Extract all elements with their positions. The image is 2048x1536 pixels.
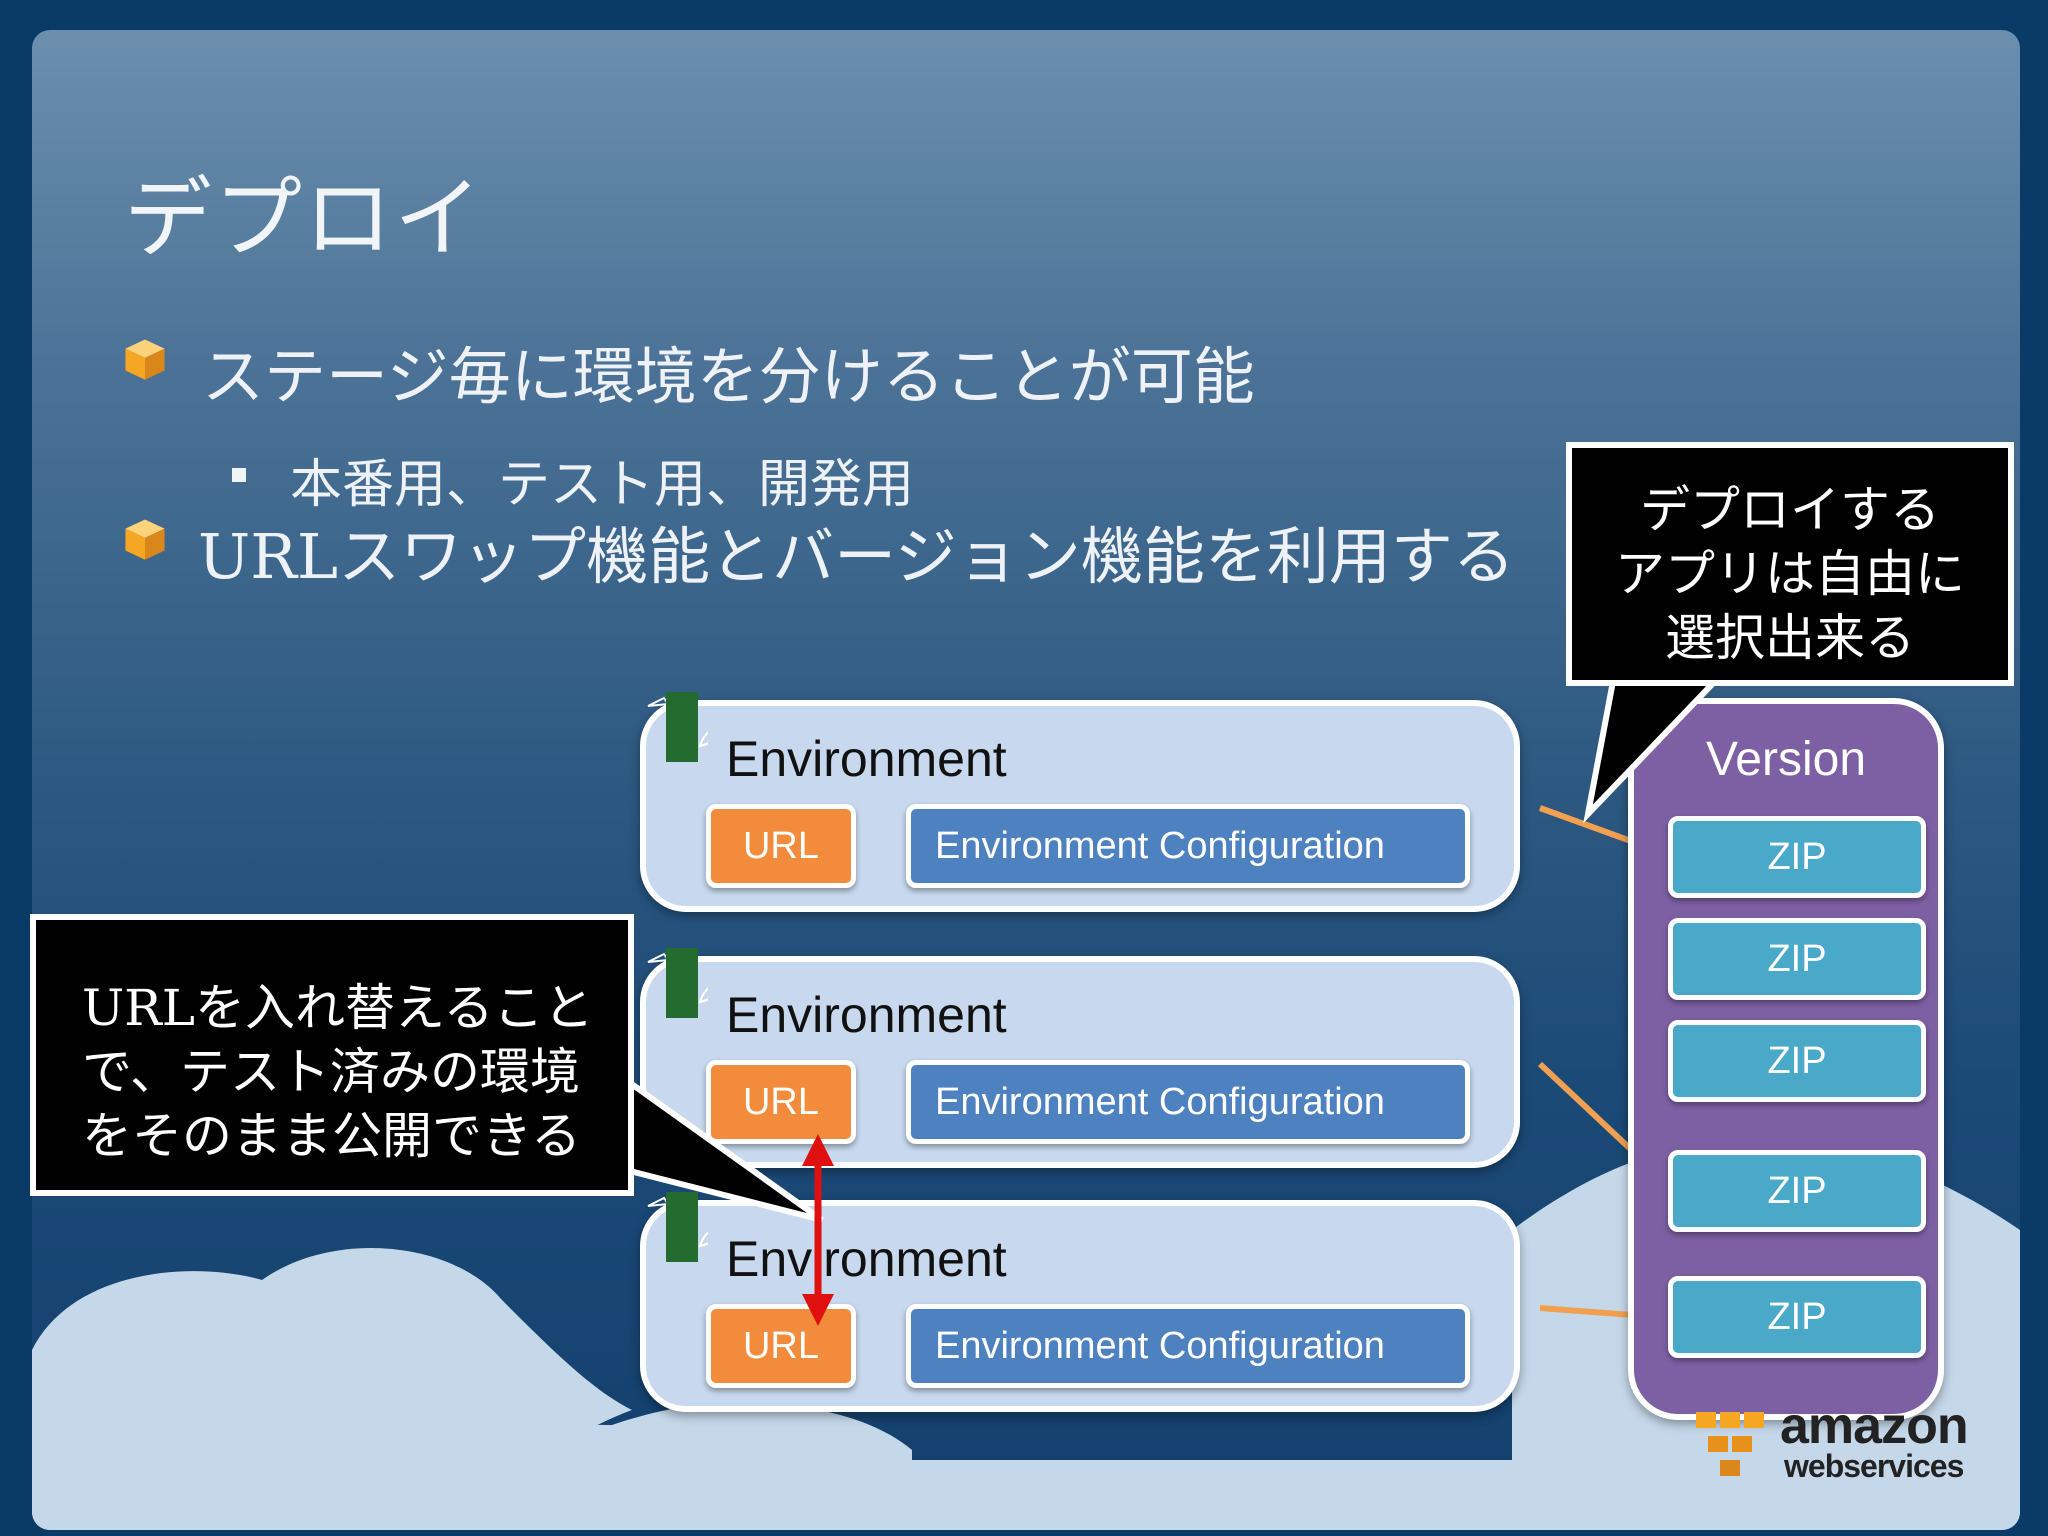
environment-label: Environment (726, 1231, 1007, 1287)
environment-label: Environment (726, 987, 1007, 1043)
callout-version: デプロイする アプリは自由に 選択出来る (1566, 442, 2014, 686)
environment-label: Environment (726, 731, 1007, 787)
aws-logo-line2: webservices (1784, 1448, 1964, 1484)
bullet-2: URLスワップ機能とバージョン機能を利用する (198, 520, 1515, 593)
zip-box: ZIP (1668, 816, 1926, 898)
version-label: Version (1705, 733, 1867, 786)
environment-configuration-box: Environment Configuration (906, 1060, 1470, 1144)
url-box: URL (706, 1304, 856, 1388)
environment-box: Environment URL Environment Configuratio… (640, 1192, 1520, 1412)
environment-box: Environment URL Environment Configuratio… (640, 692, 1520, 912)
zip-box: ZIP (1668, 918, 1926, 1000)
package-cube-icon (125, 519, 165, 560)
environment-configuration-box: Environment Configuration (906, 804, 1470, 888)
environment-box: Environment URL Environment Configuratio… (640, 948, 1520, 1168)
version-panel: Version ZIP ZIP ZIP ZIP ZIP (1628, 698, 1944, 1420)
package-cube-icon (125, 339, 165, 380)
zip-box: ZIP (1668, 1020, 1926, 1102)
zip-box: ZIP (1668, 1276, 1926, 1358)
beanstalk-leaf-icon (647, 692, 708, 762)
callout-version-line: アプリは自由に (1615, 545, 1965, 603)
url-box: URL (706, 804, 856, 888)
callout-url-line: URLを入れ替えること (82, 979, 594, 1037)
url-box: URL (706, 1060, 856, 1144)
environment-configuration-box: Environment Configuration (906, 1304, 1470, 1388)
aws-cubes-icon (1696, 1412, 1764, 1476)
callout-version-line: 選択出来る (1665, 609, 1915, 667)
callout-version-line: デプロイする (1640, 481, 1940, 539)
page-title: デプロイ (124, 167, 485, 270)
beanstalk-leaf-icon (647, 948, 708, 1018)
beanstalk-leaf-icon (647, 1192, 708, 1262)
aws-logo: amazon webservices (1692, 1396, 1992, 1496)
sub-bullet-marker (232, 468, 246, 482)
callout-url: URLを入れ替えること で、テスト済みの環境 をそのまま公開できる (30, 914, 634, 1196)
sub-bullet-1: 本番用、テスト用、開発用 (290, 455, 915, 515)
bullet-1: ステージ毎に環境を分けることが可能 (202, 340, 1255, 413)
callout-url-line: をそのまま公開できる (82, 1107, 581, 1165)
zip-box: ZIP (1668, 1150, 1926, 1232)
aws-logo-line1: amazon (1780, 1397, 1969, 1455)
callout-url-line: で、テスト済みの環境 (82, 1043, 580, 1101)
